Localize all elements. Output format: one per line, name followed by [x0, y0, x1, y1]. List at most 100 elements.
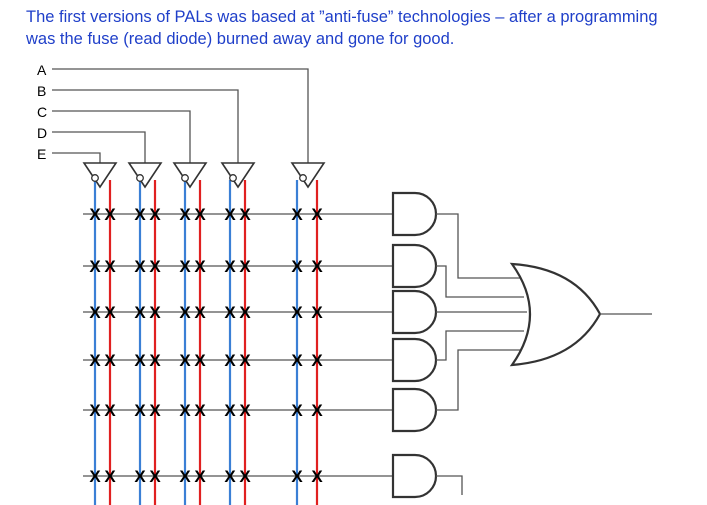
or-gate	[509, 262, 652, 367]
and-gate-1	[391, 191, 438, 237]
fuse-mark: X	[224, 205, 236, 224]
fuse-mark: X	[194, 467, 206, 486]
and-to-or-wire	[436, 349, 524, 411]
fuse-mark: X	[149, 351, 161, 370]
fuse-mark: X	[239, 257, 251, 276]
fuse-mark: X	[104, 257, 116, 276]
fuse-mark: X	[89, 401, 101, 420]
input-wire-a	[52, 68, 309, 163]
inversion-bubble	[299, 174, 307, 182]
input-buffers	[82, 162, 326, 189]
fuse-mark: X	[311, 401, 323, 420]
fuse-mark: X	[291, 257, 303, 276]
fuse-mark: X	[179, 303, 191, 322]
fuse-mark: X	[224, 467, 236, 486]
fuse-mark: X	[104, 303, 116, 322]
and-gates	[391, 191, 438, 499]
fuse-mark: X	[89, 257, 101, 276]
input-wire-e	[52, 152, 101, 163]
fuse-mark: X	[311, 467, 323, 486]
fuse-mark: X	[89, 351, 101, 370]
fuse-mark: X	[134, 401, 146, 420]
fuse-mark: X	[134, 205, 146, 224]
fuse-mark: X	[239, 205, 251, 224]
buffer-triangle-d	[127, 162, 163, 189]
and-to-or-wire	[436, 265, 524, 298]
fuse-mark: X	[149, 467, 161, 486]
input-wires	[52, 68, 309, 163]
fuse-mark: X	[239, 351, 251, 370]
fuse-mark: X	[239, 303, 251, 322]
fuse-mark: X	[104, 401, 116, 420]
input-label-b: B	[37, 83, 46, 99]
inversion-bubble	[91, 174, 99, 182]
fuse-mark: X	[224, 351, 236, 370]
fuse-mark: X	[194, 401, 206, 420]
fuse-mark: X	[134, 351, 146, 370]
fuse-mark: X	[291, 303, 303, 322]
inversion-bubble	[229, 174, 237, 182]
fuse-mark: X	[291, 401, 303, 420]
buffer-triangle-b	[220, 162, 256, 189]
and-to-or-wire	[436, 330, 524, 361]
and-gate-5	[391, 387, 438, 433]
fuse-mark: X	[311, 303, 323, 322]
input-wire-c	[52, 110, 191, 163]
fuse-mark: X	[194, 351, 206, 370]
column-lines	[93, 180, 319, 505]
fuse-mark: X	[224, 257, 236, 276]
fuse-mark: X	[149, 401, 161, 420]
buffer-triangle-c	[172, 162, 208, 189]
fuse-mark: X	[134, 257, 146, 276]
fuse-mark: X	[194, 205, 206, 224]
fuse-mark: X	[134, 467, 146, 486]
fuse-mark: X	[224, 401, 236, 420]
input-wire-b	[52, 89, 239, 163]
fuse-mark: X	[179, 257, 191, 276]
fuse-mark: X	[239, 401, 251, 420]
fuse-mark: X	[194, 257, 206, 276]
fuse-mark: X	[179, 401, 191, 420]
fuse-mark: X	[104, 467, 116, 486]
fuse-mark: X	[89, 467, 101, 486]
fuse-mark: X	[104, 351, 116, 370]
fuse-mark: X	[134, 303, 146, 322]
fuse-mark: X	[291, 467, 303, 486]
fuse-mark: X	[149, 205, 161, 224]
input-label-c: C	[37, 104, 47, 120]
slide-caption: The first versions of PALs was based at …	[26, 6, 706, 50]
buffer-triangle-e	[82, 162, 118, 189]
and-gate-3	[391, 289, 438, 335]
and-gate-6	[391, 453, 438, 499]
fuse-mark: X	[89, 205, 101, 224]
and-output-stub	[436, 475, 463, 495]
and-to-or-wire	[436, 213, 524, 279]
fuse-mark: X	[194, 303, 206, 322]
inversion-bubble	[136, 174, 144, 182]
inversion-bubble	[181, 174, 189, 182]
and-gate-2	[391, 243, 438, 289]
fuse-mark: X	[179, 351, 191, 370]
caption-line-2: was the fuse (read diode) burned away an…	[26, 30, 455, 48]
product-term-lines	[83, 213, 393, 477]
fuse-mark: X	[291, 351, 303, 370]
fuse-mark: X	[311, 205, 323, 224]
fuse-mark: X	[149, 257, 161, 276]
fuse-mark: X	[89, 303, 101, 322]
input-wire-d	[52, 131, 146, 163]
fuse-mark: X	[311, 257, 323, 276]
fuse-mark: X	[179, 467, 191, 486]
or-gate	[509, 262, 602, 367]
fuse-mark: X	[311, 351, 323, 370]
input-label-e: E	[37, 146, 46, 162]
caption-line-1: The first versions of PALs was based at …	[26, 8, 658, 26]
input-label-d: D	[37, 125, 47, 141]
fuse-mark: X	[239, 467, 251, 486]
and-gate-4	[391, 337, 438, 383]
or-input-wires	[436, 213, 527, 495]
buffer-triangle-a	[290, 162, 326, 189]
